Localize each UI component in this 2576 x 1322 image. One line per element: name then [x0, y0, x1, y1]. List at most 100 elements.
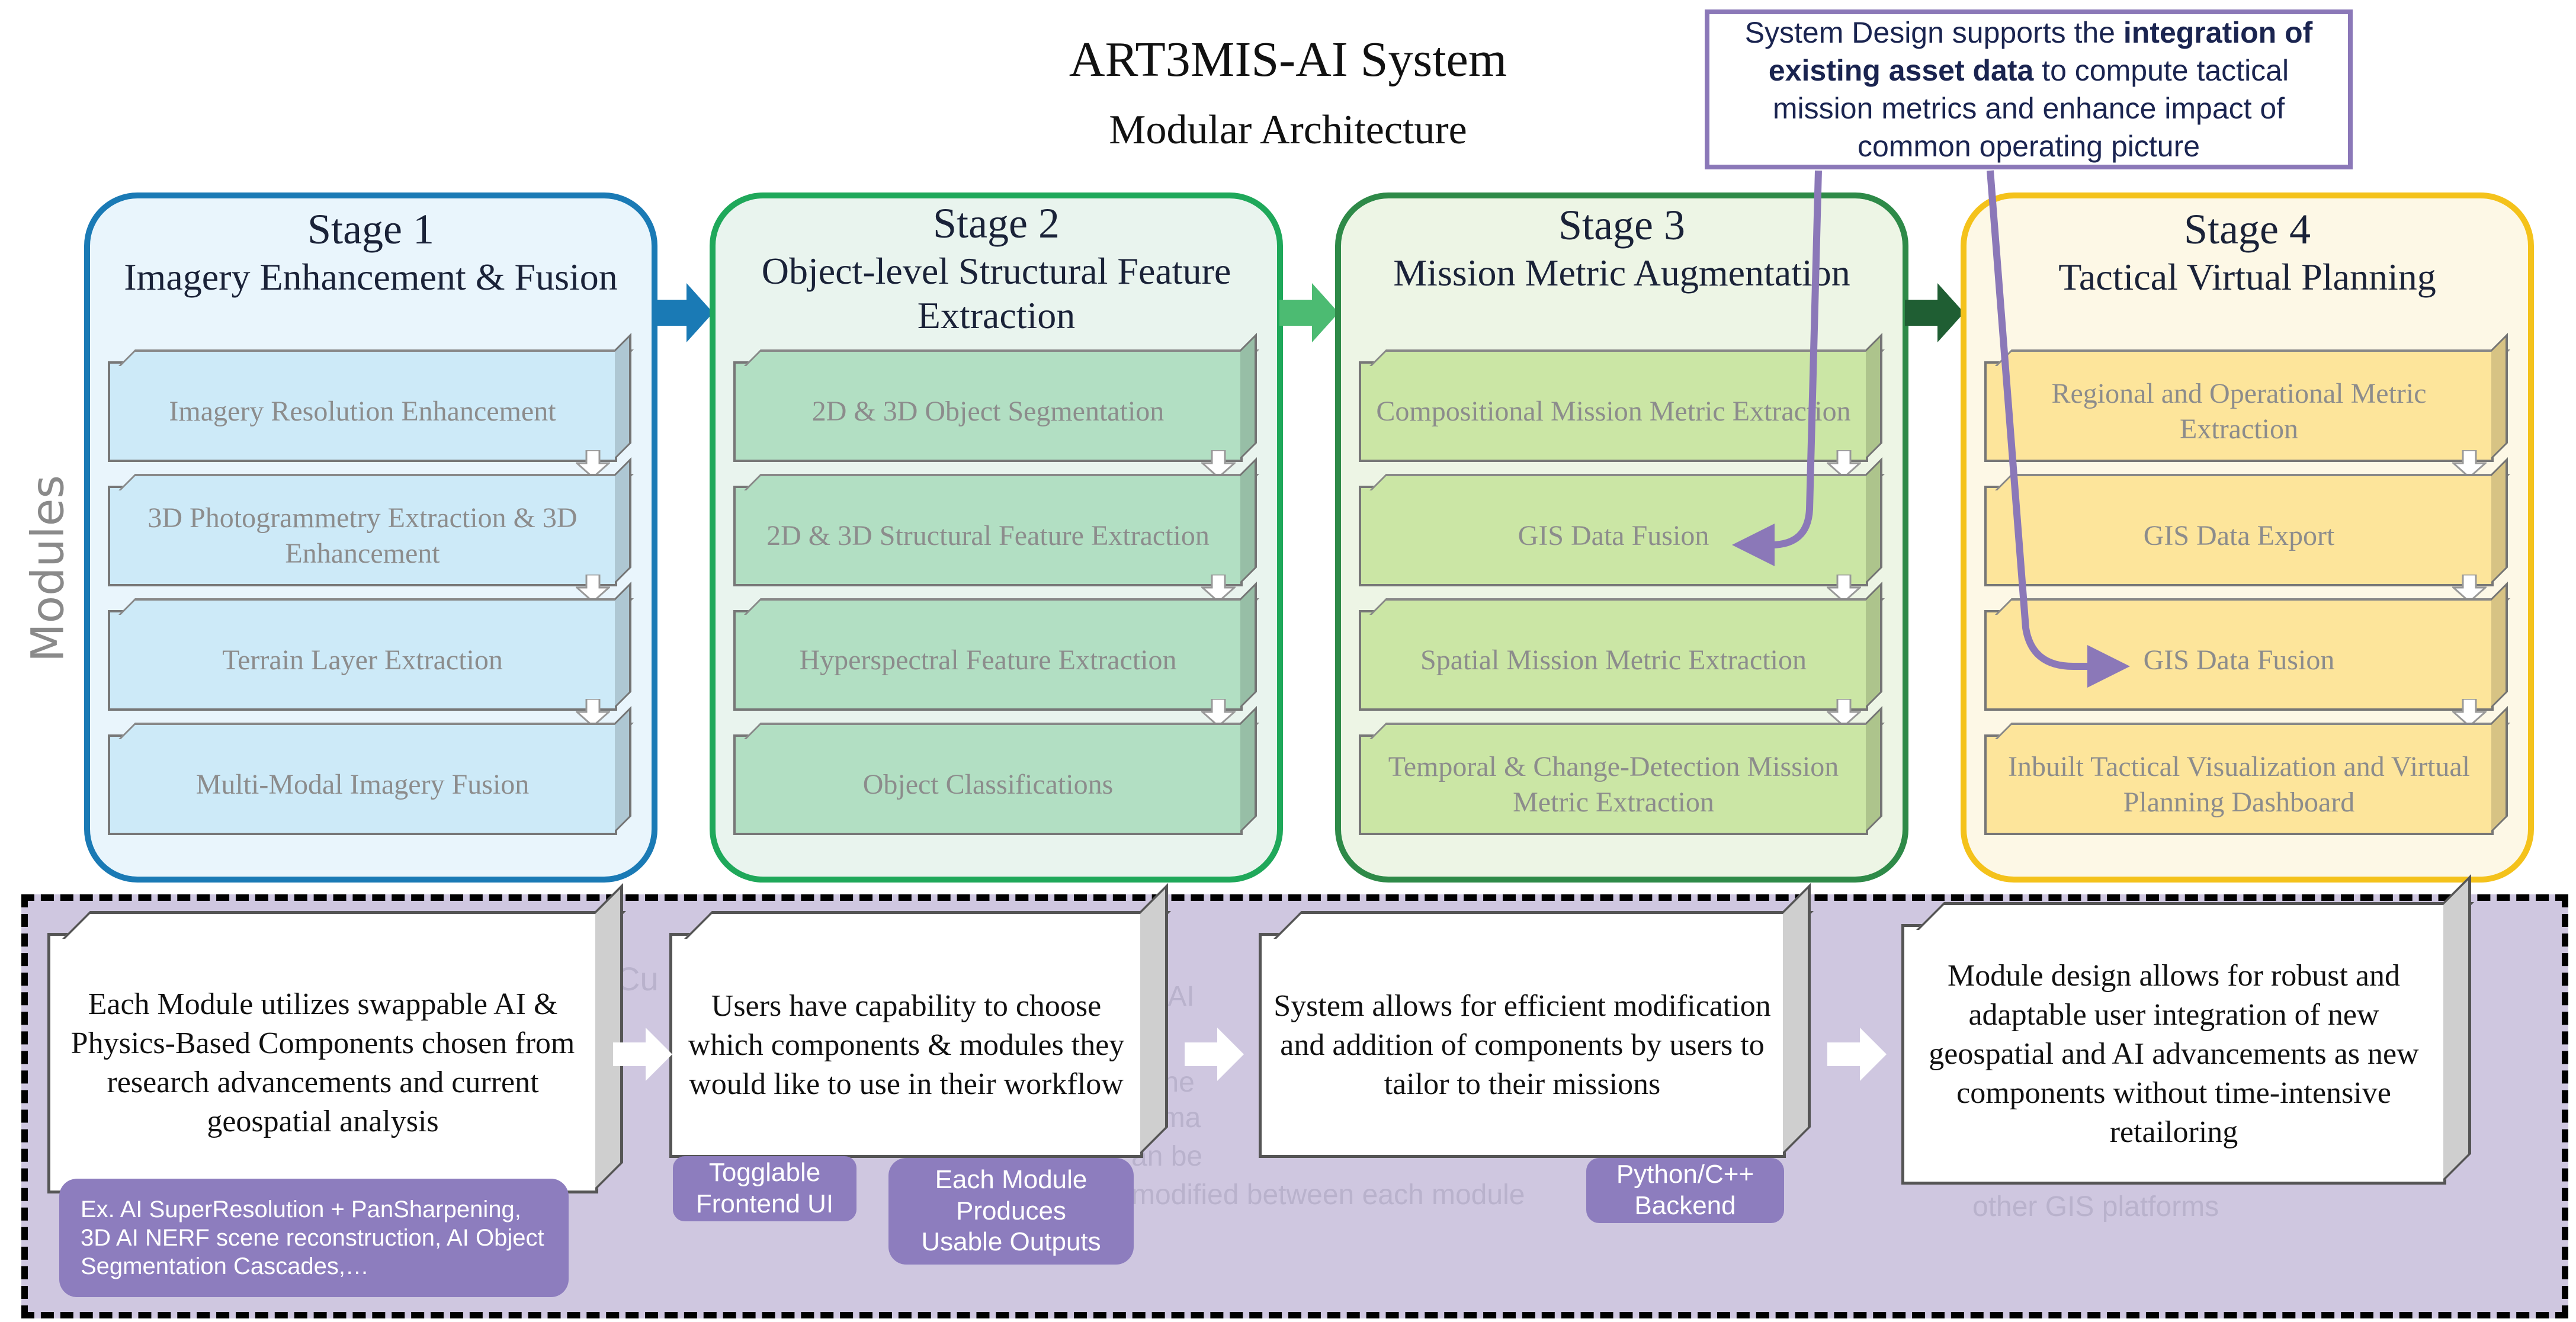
- module-box-side-face: [1866, 333, 1882, 460]
- module-box: Hyperspectral Feature Extraction: [733, 582, 1259, 711]
- diagram-title: ART3MIS-AI System: [1069, 32, 1507, 87]
- module-box-side-face: [615, 582, 631, 708]
- module-box-side-face: [615, 706, 631, 833]
- module-box: Regional and Operational Metric Extracti…: [1984, 333, 2510, 462]
- down-arrow-icon: [1827, 699, 1861, 727]
- module-box-top-face: [118, 474, 634, 490]
- module-box-top-face: [744, 474, 1259, 490]
- module-box-side-face: [1866, 457, 1882, 584]
- module-box-top-face: [1995, 598, 2510, 615]
- down-arrow-icon: [1201, 450, 1236, 479]
- stage-name: Mission Metric Augmentation: [1393, 251, 1850, 294]
- module-label: 2D & 3D Object Segmentation: [811, 396, 1165, 427]
- module-box: GIS Data Fusion: [1984, 582, 2510, 711]
- down-arrow-icon: [576, 575, 610, 603]
- principle-box-top-face: [62, 911, 626, 939]
- principle-box-top-face: [684, 911, 1171, 939]
- module-box: Object Classifications: [733, 706, 1259, 835]
- module-box-top-face: [118, 349, 634, 366]
- module-box: GIS Data Export: [1984, 457, 2510, 586]
- togglable-frontend-pill: Togglable Frontend UI: [673, 1156, 856, 1221]
- module-box-top-face: [1995, 723, 2510, 739]
- module-box: GIS Data Fusion: [1359, 457, 1885, 586]
- stage-name: Imagery Enhancement & Fusion: [124, 255, 618, 298]
- module-box-side-face: [1240, 582, 1257, 708]
- module-box: Terrain Layer Extraction: [108, 582, 634, 711]
- module-box: Temporal & Change-Detection Mission Metr…: [1359, 706, 1885, 835]
- down-arrow-icon: [2452, 699, 2487, 727]
- modules-side-label: Modules: [21, 475, 74, 662]
- example-components-pill: Ex. AI SuperResolution + PanSharpening, …: [59, 1179, 569, 1297]
- down-arrow-icon: [1201, 699, 1236, 727]
- module-box: Spatial Mission Metric Extraction: [1359, 582, 1885, 711]
- module-box-top-face: [744, 723, 1259, 739]
- principle-box: Users have capability to choose which co…: [669, 883, 1171, 1158]
- principle-box: System allows for efficient modification…: [1259, 883, 1814, 1158]
- principle-box-top-face: [1916, 902, 2474, 930]
- module-label: GIS Data Fusion: [1518, 520, 1709, 551]
- principle-text: Module design allows for robust and adap…: [1929, 958, 2419, 1150]
- integration-callout: System Design supports the integration o…: [1705, 9, 2353, 169]
- principle-box-side-face: [1783, 883, 1811, 1155]
- right-arrow-icon: [613, 1028, 672, 1081]
- right-arrow-icon: [1185, 1028, 1244, 1081]
- module-box: 3D Photogrammetry Extraction & 3D Enhanc…: [108, 457, 634, 586]
- principle-text: Users have capability to choose which co…: [688, 989, 1125, 1102]
- down-arrow-icon: [1827, 575, 1861, 603]
- module-box-top-face: [744, 349, 1259, 366]
- module-box-top-face: [118, 723, 634, 739]
- module-box-top-face: [1995, 474, 2510, 490]
- module-label: Spatial Mission Metric Extraction: [1420, 644, 1807, 676]
- principle-text: Each Module utilizes swappable AI & Phys…: [70, 987, 575, 1139]
- module-label: GIS Data Export: [2143, 520, 2335, 551]
- module-box-side-face: [1866, 706, 1882, 833]
- module-box-top-face: [744, 598, 1259, 615]
- module-box-side-face: [615, 457, 631, 584]
- module-box-side-face: [2491, 333, 2508, 460]
- module-box-top-face: [1369, 474, 1885, 490]
- usable-outputs-pill: Each Module Produces Usable Outputs: [888, 1158, 1134, 1265]
- principle-box-side-face: [2443, 874, 2471, 1182]
- principle-box: Module design allows for robust and adap…: [1901, 874, 2474, 1185]
- module-box-side-face: [1240, 333, 1257, 460]
- module-box-side-face: [2491, 706, 2508, 833]
- module-box: 2D & 3D Object Segmentation: [733, 333, 1259, 462]
- principle-text: System allows for efficient modification…: [1273, 989, 1771, 1102]
- stage-name: Tactical Virtual Planning: [2058, 255, 2436, 298]
- down-arrow-icon: [1827, 450, 1861, 479]
- callout-text-pre: System Design supports the: [1744, 16, 2123, 49]
- module-box: Imagery Resolution Enhancement: [108, 333, 634, 462]
- module-label: Hyperspectral Feature Extraction: [799, 644, 1177, 676]
- stage-flow-arrow-icon: [1905, 283, 1964, 342]
- stage-number: Stage 1: [307, 206, 434, 253]
- down-arrow-icon: [1201, 575, 1236, 603]
- module-label: Temporal & Change-Detection Mission Metr…: [1388, 751, 1839, 818]
- diagram-subtitle: Modular Architecture: [1109, 107, 1467, 153]
- module-label: Imagery Resolution Enhancement: [169, 396, 556, 427]
- module-box-top-face: [1369, 723, 1885, 739]
- module-label: Compositional Mission Metric Extraction: [1376, 396, 1851, 427]
- principle-box-top-face: [1273, 911, 1814, 939]
- module-box: Multi-Modal Imagery Fusion: [108, 706, 634, 835]
- stage-number: Stage 3: [1558, 201, 1685, 249]
- stage-name: Object-level Structural Feature Extracti…: [761, 249, 1231, 337]
- module-box-top-face: [1369, 349, 1885, 366]
- module-box-side-face: [1240, 706, 1257, 833]
- module-box-side-face: [615, 333, 631, 460]
- module-box-side-face: [1866, 582, 1882, 708]
- stage-number: Stage 2: [933, 200, 1060, 247]
- module-box-top-face: [118, 598, 634, 615]
- stage-flow-arrow-icon: [1279, 283, 1339, 342]
- callout-text-post: to compute tactical mission metrics and …: [1772, 54, 2289, 163]
- module-box: 2D & 3D Structural Feature Extraction: [733, 457, 1259, 586]
- module-label: GIS Data Fusion: [2143, 644, 2335, 676]
- ghost-text-7: other GIS platforms: [1972, 1191, 2219, 1222]
- ghost-text-6: modified between each module: [1131, 1179, 1525, 1211]
- callout-text-bold: integration of existing asset data: [1768, 16, 2313, 87]
- module-label: 3D Photogrammetry Extraction & 3D Enhanc…: [147, 502, 578, 569]
- module-box: Compositional Mission Metric Extraction: [1359, 333, 1885, 462]
